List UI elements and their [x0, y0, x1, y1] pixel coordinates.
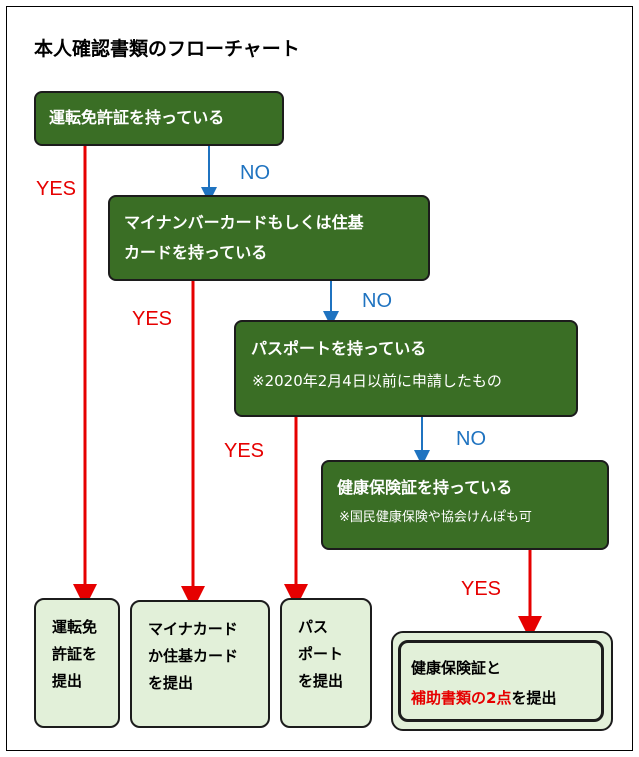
yes-label-passport: YES [224, 440, 265, 462]
result-passport-line3: を提出 [298, 672, 344, 690]
result-insurance-highlight: 補助書類の2点 [411, 689, 512, 707]
result-mynumber-line1: マイナカード [148, 620, 238, 638]
result-insurance-line1: 健康保険証と [411, 659, 502, 677]
result-passport: パス ポート を提出 [280, 598, 372, 728]
result-insurance-line2-rest: を提出 [511, 689, 557, 707]
question-insurance-note: ※国民健康保険や協会けんぽも可 [339, 510, 532, 525]
result-passport-line1: パス [298, 618, 329, 636]
yes-label-mynumber: YES [132, 308, 173, 330]
result-mynumber-line3: を提出 [148, 674, 194, 692]
question-passport: パスポートを持っている ※2020年2月4日以前に申請したもの [234, 320, 578, 417]
question-insurance: 健康保険証を持っている ※国民健康保険や協会けんぽも可 [321, 460, 609, 550]
question-mynumber-line1: マイナンバーカードもしくは住基 [124, 213, 364, 232]
no-label-1: NO [240, 162, 270, 184]
question-passport-text: パスポートを持っている [251, 339, 427, 358]
yes-label-insurance: YES [461, 578, 502, 600]
no-label-2: NO [362, 290, 392, 312]
question-mynumber-line2: カードを持っている [124, 243, 268, 262]
result-license-line1: 運転免 [52, 618, 98, 636]
result-license-line3: 提出 [52, 672, 83, 690]
result-insurance-line2: 補助書類の2点を提出 [411, 683, 601, 713]
question-passport-note: ※2020年2月4日以前に申請したもの [252, 372, 502, 390]
page-title: 本人確認書類のフローチャート [34, 38, 300, 60]
no-label-3: NO [456, 428, 486, 450]
result-license: 運転免 許証を 提出 [34, 598, 120, 728]
question-mynumber: マイナンバーカードもしくは住基 カードを持っている [108, 195, 430, 281]
result-insurance: 健康保険証と 補助書類の2点を提出 [391, 631, 613, 731]
result-mynumber: マイナカード か住基カード を提出 [130, 600, 270, 728]
yes-label-license: YES [36, 178, 77, 200]
question-license: 運転免許証を持っている [34, 91, 284, 146]
result-insurance-inner: 健康保険証と 補助書類の2点を提出 [398, 640, 604, 722]
result-passport-line2: ポート [298, 645, 344, 663]
question-license-text: 運転免許証を持っている [49, 108, 225, 127]
result-license-line2: 許証を [52, 645, 98, 663]
result-mynumber-line2: か住基カード [148, 647, 239, 665]
question-insurance-text: 健康保険証を持っている [337, 478, 513, 497]
